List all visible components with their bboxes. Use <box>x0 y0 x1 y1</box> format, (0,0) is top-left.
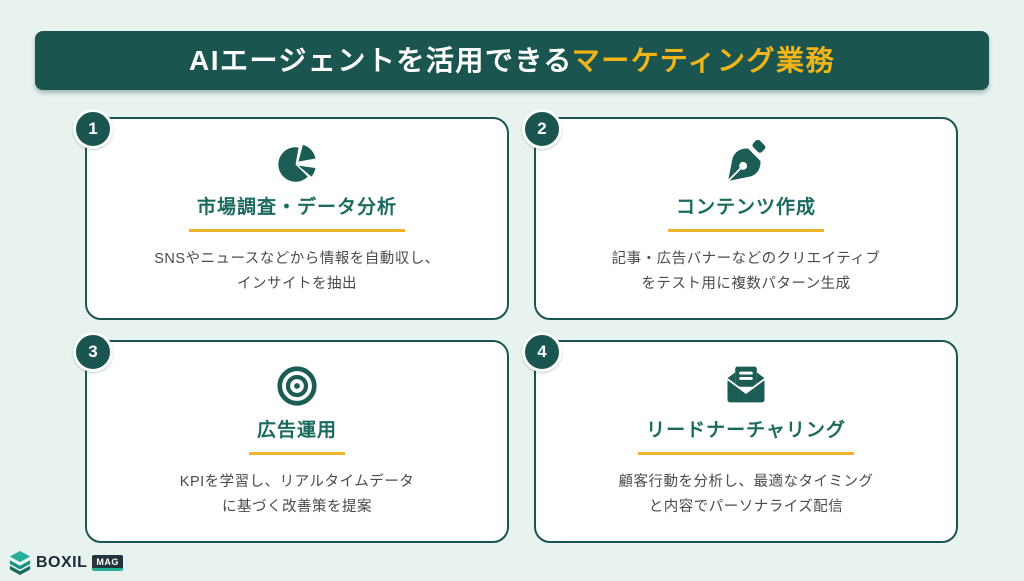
banner-title-main: AIエージェントを活用できる <box>188 44 572 76</box>
pie-chart-icon <box>274 140 320 186</box>
envelope-open-icon <box>723 363 769 409</box>
card-description: 顧客行動を分析し、最適なタイミング と内容でパーソナライズ配信 <box>618 473 874 516</box>
number-badge: 4 <box>522 332 562 372</box>
card-title-underline: 広告運用 <box>248 420 345 455</box>
card-description: KPIを学習し、リアルタイムデータ に基づく改善策を提案 <box>179 473 415 516</box>
card-content-creation: 2 コンテンツ作成 記事・広告バナーなどのクリエイティブ をテスト用に複数パター… <box>522 109 958 320</box>
card-description: 記事・広告バナーなどのクリエイティブ をテスト用に複数パターン生成 <box>611 250 881 293</box>
card-title: リードナーチャリング <box>646 420 846 441</box>
card-description: SNSやニュースなどから情報を自動収し、 インサイトを抽出 <box>154 250 440 293</box>
card-title: 市場調査・データ分析 <box>196 197 397 218</box>
title-banner: AIエージェントを活用できるマーケティング業務 <box>35 31 989 90</box>
number-badge: 3 <box>73 332 113 372</box>
card-title-underline: 市場調査・データ分析 <box>188 197 405 232</box>
card-title-underline: リードナーチャリング <box>638 420 854 455</box>
banner-title-highlight: マーケティング業務 <box>571 44 836 76</box>
card-title: 広告運用 <box>256 420 337 441</box>
brand-logo: BOXIL MAG <box>8 550 123 576</box>
card-title-underline: コンテンツ作成 <box>667 197 824 232</box>
target-icon <box>274 363 320 409</box>
brand-badge: MAG <box>92 555 123 571</box>
brand-name: BOXIL <box>36 554 88 571</box>
number-badge: 1 <box>73 109 113 149</box>
card-title: コンテンツ作成 <box>675 197 816 218</box>
card-market-research: 1 市場調査・データ分析 SNSやニュースなどから情報を自動収し、 インサイトを… <box>73 109 509 320</box>
layers-icon <box>8 550 32 576</box>
pen-nib-icon <box>723 140 769 186</box>
card-lead-nurturing: 4 リードナーチャリング 顧客行動を分析し、最適なタイミング と内容でパーソナラ… <box>522 332 958 543</box>
number-badge: 2 <box>522 109 562 149</box>
card-ad-operation: 3 広告運用 KPIを学習し、リアルタイムデータ に基づく改善策を提案 <box>73 332 509 543</box>
